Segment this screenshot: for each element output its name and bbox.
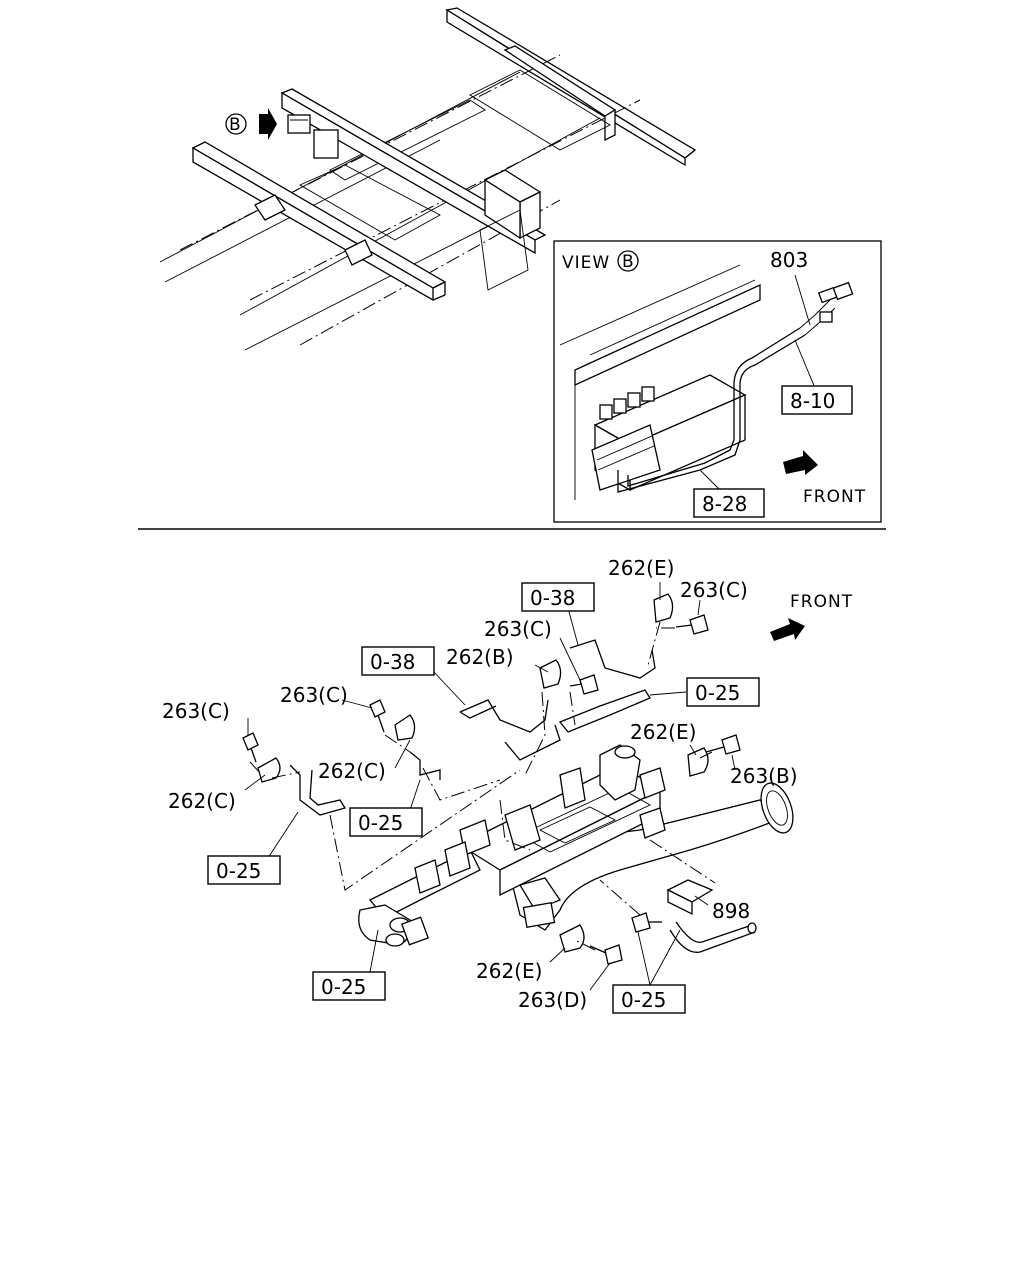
part-0-25-bottom-left-box xyxy=(312,971,386,1001)
view-b-title: VIEW xyxy=(562,253,610,273)
view-b-marker-circle xyxy=(225,113,247,135)
part-0-38-b-box xyxy=(361,646,435,676)
part-803-label: 803 xyxy=(770,248,808,272)
chassis-frame: B xyxy=(159,7,697,351)
part-898-label: 898 xyxy=(712,899,750,923)
part-262c-mid-label: 262(C) xyxy=(318,759,386,783)
part-263d-label: 263(D) xyxy=(518,988,587,1012)
clamps xyxy=(257,593,714,953)
part-0-25-mid-label: 0-25 xyxy=(358,811,403,835)
part-263c-top-label: 263(C) xyxy=(680,578,748,602)
bolts xyxy=(242,614,741,965)
front-bottom-label: FRONT xyxy=(790,592,853,612)
part-262e-right-label: 262(E) xyxy=(630,720,696,744)
part-0-38-b-label: 0-38 xyxy=(370,650,415,674)
view-b-arrow-icon xyxy=(259,108,277,140)
alignment-lines xyxy=(249,621,716,951)
part-8-10-label: 8-10 xyxy=(790,389,835,413)
part-0-25-left-label: 0-25 xyxy=(216,859,261,883)
part-0-25-bottom-left-label: 0-25 xyxy=(321,975,366,999)
part-0-38-a-box xyxy=(521,582,595,612)
view-b-marker: B xyxy=(229,115,242,135)
part-0-25-bottom-right-box xyxy=(612,984,686,1014)
part-262b-label: 262(B) xyxy=(446,645,514,669)
part-262e-bottom-label: 262(E) xyxy=(476,959,542,983)
view-b-title-circle xyxy=(617,250,639,272)
view-b-frame xyxy=(553,240,882,523)
view-b-inset: VIEW B 803 8-10 8-28 xyxy=(553,240,882,523)
part-0-25-mid-box xyxy=(349,807,423,837)
part-0-25-bottom-right-label: 0-25 xyxy=(621,988,666,1012)
part-262e-top-label: 262(E) xyxy=(608,556,674,580)
part-263b-label: 263(B) xyxy=(730,764,798,788)
part-0-25-right-box xyxy=(686,677,760,707)
view-b-title-marker: B xyxy=(622,252,635,272)
part-0-25-right-label: 0-25 xyxy=(695,681,740,705)
part-8-28-label: 8-28 xyxy=(702,492,747,516)
front-arrow-bottom-icon xyxy=(770,618,805,641)
part-8-28-box xyxy=(693,488,765,518)
part-0-38-a-label: 0-38 xyxy=(530,586,575,610)
part-8-10-box xyxy=(781,385,853,415)
part-263c-left-label: 263(C) xyxy=(162,699,230,723)
front-top-label: FRONT xyxy=(803,487,866,507)
part-263c-left2-label: 263(C) xyxy=(280,683,348,707)
front-arrow-top-icon xyxy=(783,450,818,475)
part-0-25-left-box xyxy=(207,855,281,885)
leader-lines xyxy=(244,582,736,991)
manifold-assembly: 262(E) 263(C) 0-38 263(C) 0-38 262(B) 26… xyxy=(162,556,853,1014)
part-262c-left-label: 262(C) xyxy=(168,789,236,813)
part-263c-mid-label: 263(C) xyxy=(484,617,552,641)
